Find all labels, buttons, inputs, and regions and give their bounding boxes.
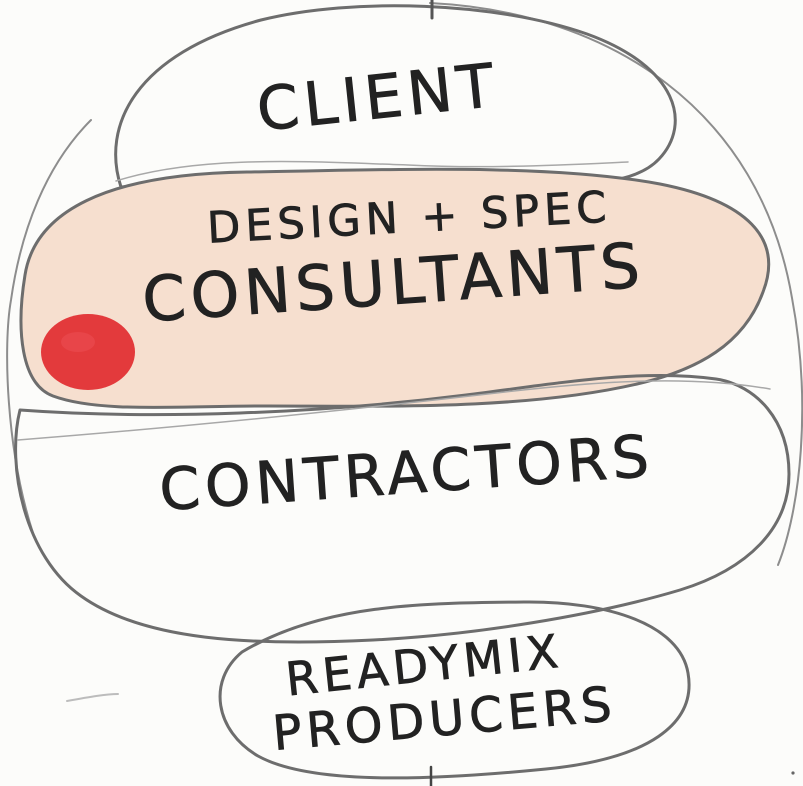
client-label: CLIENT bbox=[254, 51, 502, 146]
contractors-label: CONTRACTORS bbox=[157, 422, 656, 524]
red-dot-icon bbox=[41, 314, 135, 390]
consultants-layer-fill bbox=[21, 169, 769, 408]
red-dot-highlight bbox=[61, 332, 95, 352]
producers-layer-shape bbox=[218, 600, 691, 780]
client-layer-shadow bbox=[115, 160, 629, 182]
contractors-layer-shadow bbox=[17, 380, 771, 441]
consultants-layer-shape bbox=[19, 167, 771, 409]
contractors-layer-shape bbox=[14, 373, 791, 644]
ink-speck bbox=[791, 771, 795, 775]
pencil-mark bbox=[66, 693, 119, 702]
